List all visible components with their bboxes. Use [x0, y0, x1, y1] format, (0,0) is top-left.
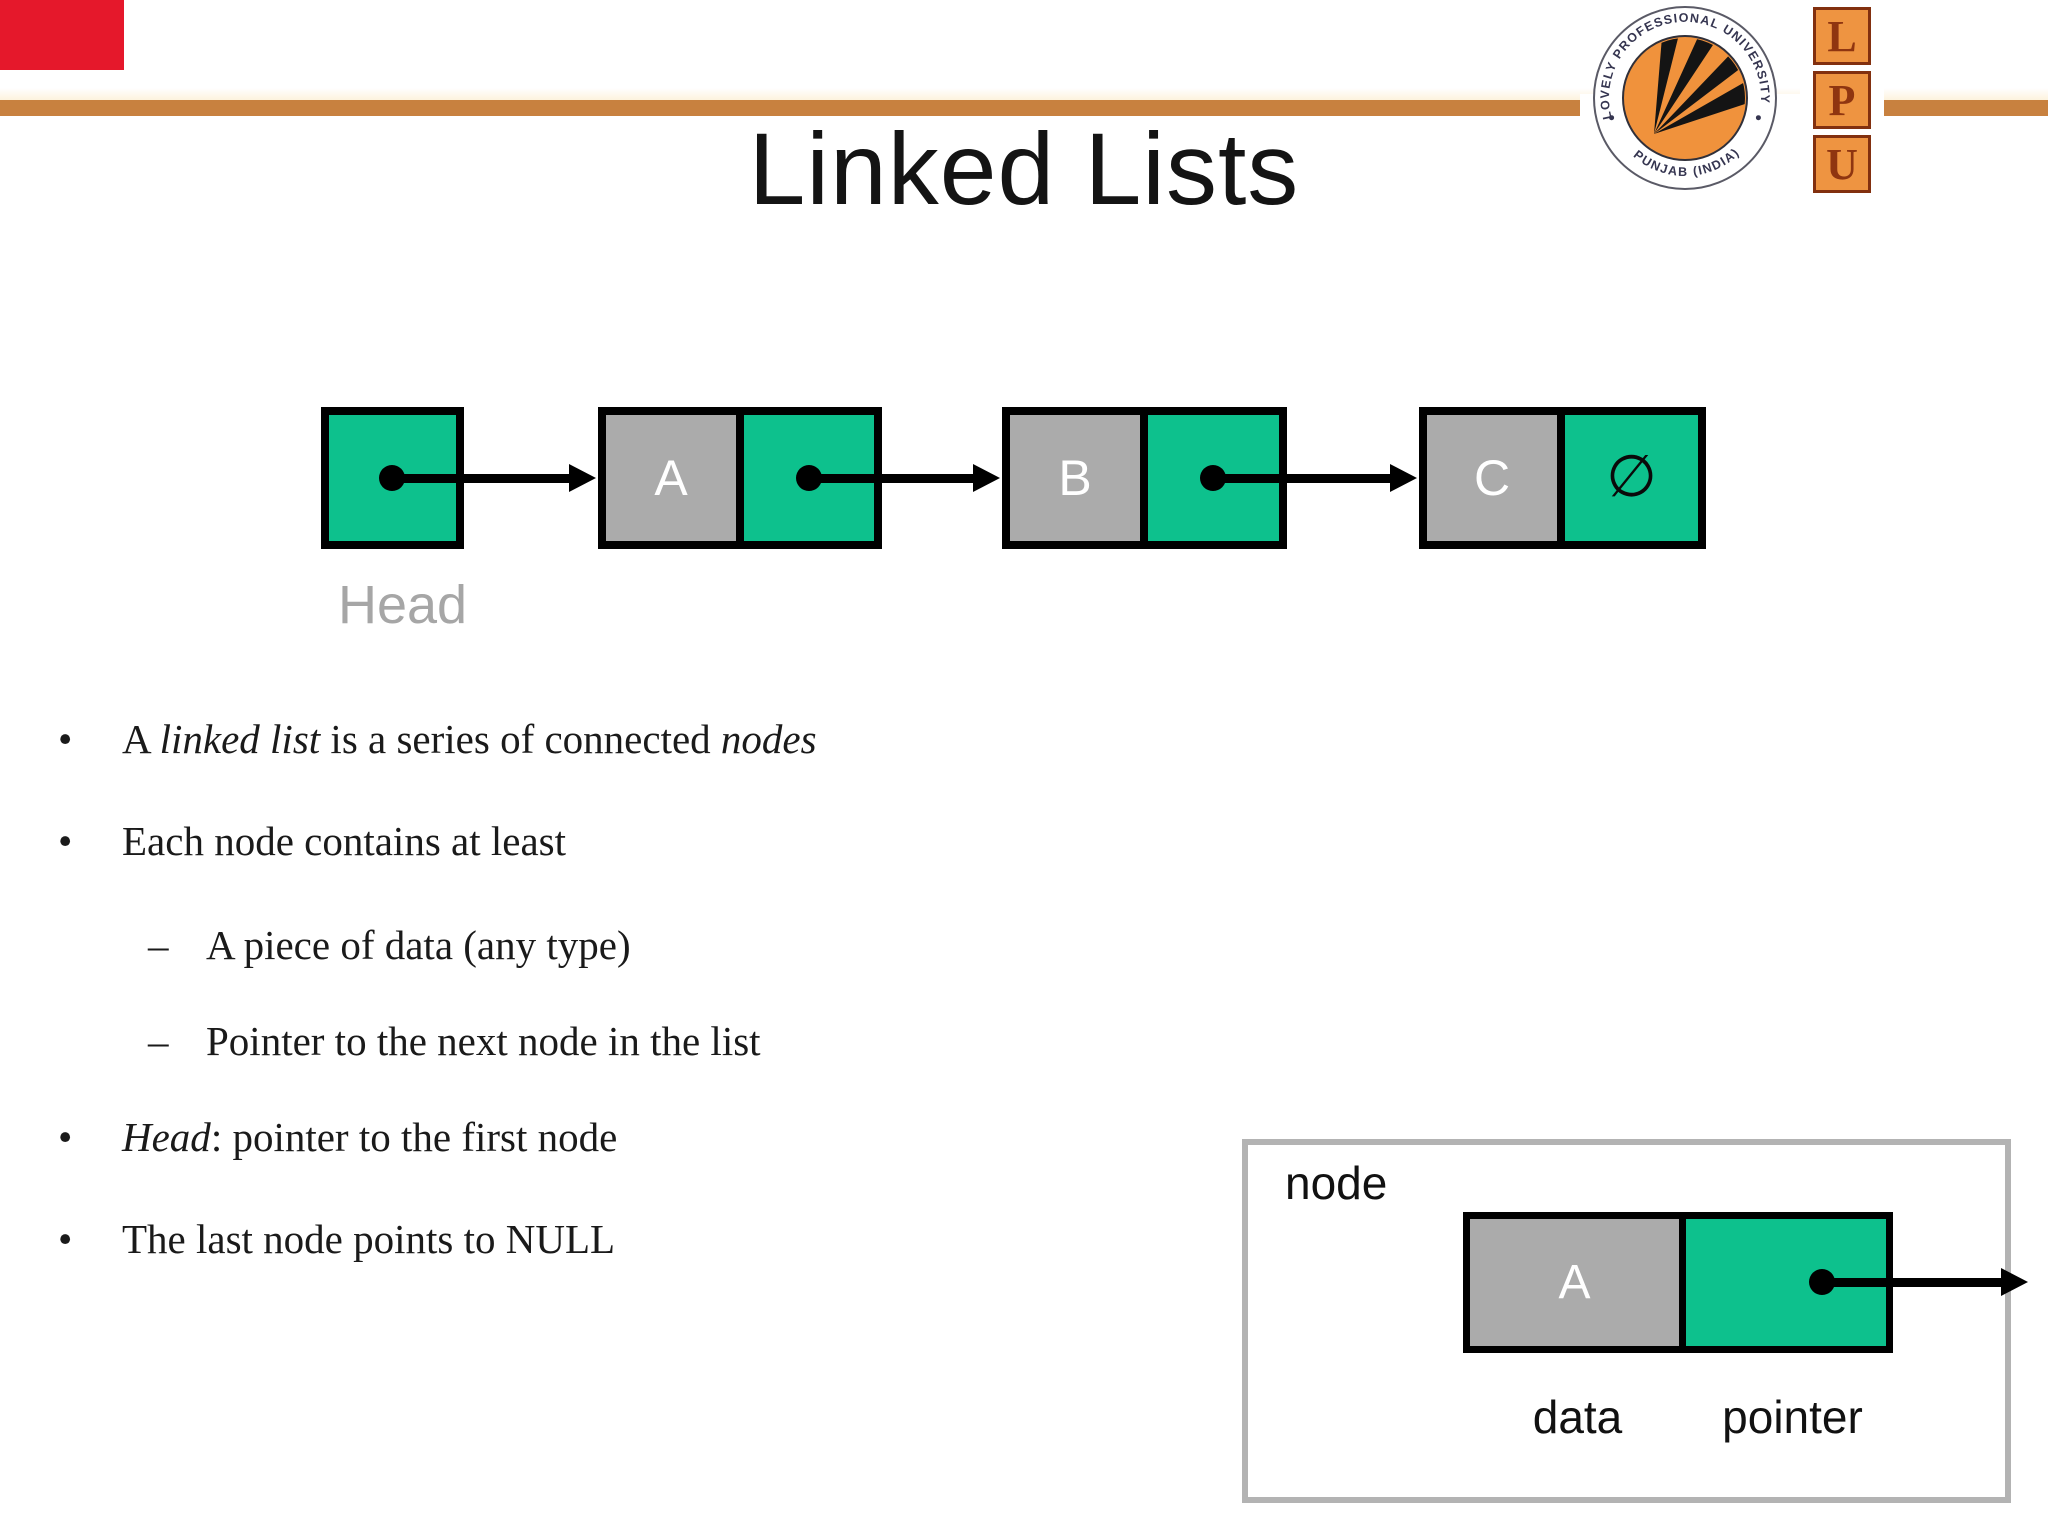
node-detail-title: node: [1285, 1157, 1388, 1209]
node-c-data-cell: C: [1427, 415, 1557, 541]
head-label: Head: [338, 575, 468, 635]
sub-bullet-line-1: – A piece of data (any type): [148, 916, 631, 974]
university-seal-icon: LOVELY PROFESSIONAL UNIVERSITY PUNJAB (I…: [1593, 6, 1777, 190]
node-a-data-cell: A: [606, 415, 736, 541]
bullet-marker: •: [58, 716, 73, 762]
arrow-b-to-c: [1213, 474, 1392, 483]
arrowhead-to-a-icon: [569, 464, 596, 492]
bullet-line-2: • Each node contains at least: [58, 812, 566, 870]
lpu-tile-p: P: [1813, 71, 1871, 129]
sub-bullet-line-2: – Pointer to the next node in the list: [148, 1012, 761, 1070]
bullet-marker: •: [58, 818, 73, 864]
bullet-text: The last node points to NULL: [122, 1216, 616, 1262]
rule-glow: [0, 88, 2048, 100]
list-node-a: A: [598, 407, 882, 549]
node-b-data-cell: B: [1010, 415, 1140, 541]
header-rule: [0, 100, 2048, 116]
lpu-tile-u: U: [1813, 135, 1871, 193]
pointer-caption: pointer: [1722, 1391, 1863, 1443]
arrow-head-to-a: [392, 474, 571, 483]
bullet-marker: •: [58, 1216, 73, 1262]
bullet-text: Pointer to the next node in the list: [206, 1018, 761, 1064]
bullet-text: A linked list is a series of connected n…: [122, 716, 817, 762]
bullet-text: Head: pointer to the first node: [122, 1114, 618, 1160]
detail-arrow: [1822, 1278, 2003, 1287]
bullet-text: A piece of data (any type): [206, 922, 631, 968]
dash-marker: –: [148, 922, 169, 968]
bullet-marker: •: [58, 1114, 73, 1160]
data-caption: data: [1532, 1391, 1623, 1443]
lpu-tile-l: L: [1813, 7, 1871, 65]
detail-arrowhead-icon: [2001, 1268, 2028, 1296]
arrowhead-to-c-icon: [1390, 464, 1417, 492]
list-node-c: C ∅: [1419, 407, 1706, 549]
arrow-a-to-b: [809, 474, 976, 483]
red-marker-bar: [0, 0, 124, 70]
null-symbol: ∅: [1606, 442, 1657, 510]
lpu-logo: L P U: [1800, 0, 1884, 202]
node-c-pointer-cell: ∅: [1557, 415, 1698, 541]
bullet-text: Each node contains at least: [122, 818, 566, 864]
bullet-line-4: • The last node points to NULL: [58, 1210, 615, 1268]
bullet-line-1: • A linked list is a series of connected…: [58, 710, 817, 768]
dash-marker: –: [148, 1018, 169, 1064]
seal-rays-icon: [1654, 38, 1745, 134]
arrowhead-to-b-icon: [973, 464, 1000, 492]
bullet-line-3: • Head: pointer to the first node: [58, 1108, 617, 1166]
detail-node-data-cell: A: [1470, 1219, 1679, 1346]
page-title: Linked Lists: [748, 112, 1300, 226]
